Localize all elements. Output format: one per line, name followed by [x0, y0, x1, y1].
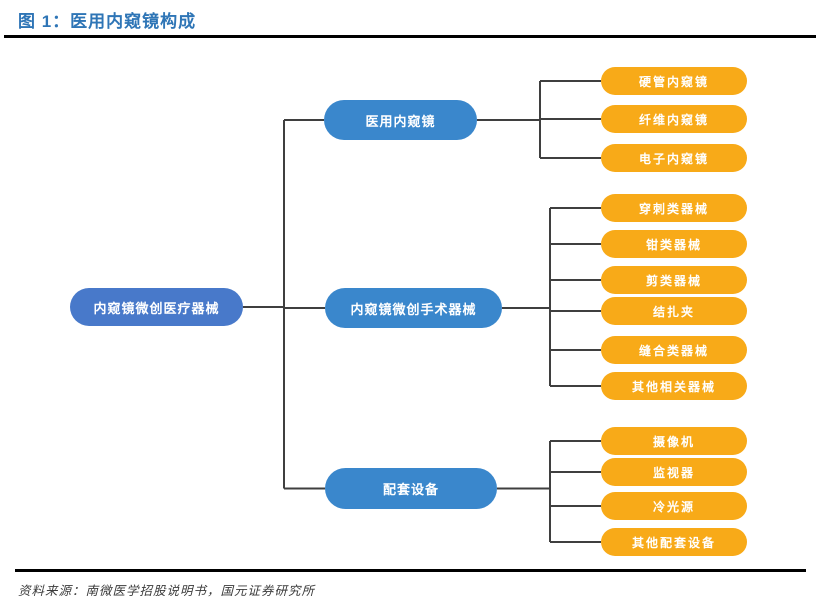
- page-title: 图 1：医用内窥镜构成: [18, 12, 197, 31]
- leaf-node: 穿刺类器械: [601, 194, 747, 222]
- branch-node: 配套设备: [325, 468, 497, 509]
- leaf-node: 摄像机: [601, 427, 747, 455]
- leaf-node: 缝合类器械: [601, 336, 747, 364]
- leaf-node: 冷光源: [601, 492, 747, 520]
- root-node: 内窥镜微创医疗器械: [70, 288, 243, 326]
- leaf-node: 结扎夹: [601, 297, 747, 325]
- source-note: 资料来源：南微医学招股说明书，国元证券研究所: [18, 584, 316, 598]
- leaf-node: 钳类器械: [601, 230, 747, 258]
- leaf-node: 纤维内窥镜: [601, 105, 747, 133]
- leaf-node: 其他配套设备: [601, 528, 747, 556]
- leaf-node: 监视器: [601, 458, 747, 486]
- leaf-node: 剪类器械: [601, 266, 747, 294]
- title-rule: [4, 35, 816, 38]
- leaf-node: 其他相关器械: [601, 372, 747, 400]
- branch-node: 内窥镜微创手术器械: [325, 288, 502, 328]
- leaf-node: 硬管内窥镜: [601, 67, 747, 95]
- footer-rule: [15, 569, 806, 572]
- branch-node: 医用内窥镜: [324, 100, 477, 140]
- leaf-node: 电子内窥镜: [601, 144, 747, 172]
